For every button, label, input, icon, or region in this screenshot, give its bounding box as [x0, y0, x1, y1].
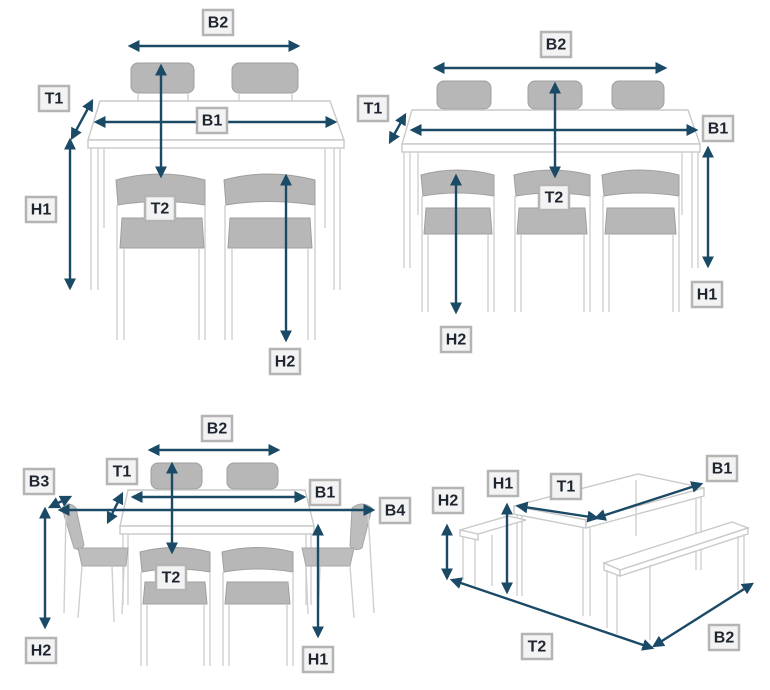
label-h2: H2 — [268, 347, 302, 376]
svg-text:B1: B1 — [315, 485, 336, 502]
panel-table-six-chairs: B2 T1 B1 T2 H1 H2 — [356, 30, 735, 354]
label-b4: B4 — [378, 496, 412, 525]
svg-text:H2: H2 — [446, 332, 467, 349]
label-b2: B2 — [200, 414, 234, 443]
svg-text:B2: B2 — [546, 37, 567, 54]
front-chair — [221, 547, 294, 666]
svg-text:H1: H1 — [308, 652, 329, 669]
back-chair — [231, 62, 299, 102]
label-b2: B2 — [539, 30, 573, 59]
side-chair-left — [61, 503, 129, 623]
panel-table-with-benches: H1 T1 B1 H2 T2 B2 — [431, 454, 755, 661]
dimension-arrow-t1 — [106, 491, 124, 525]
dimension-arrow-t1 — [388, 112, 407, 145]
svg-text:H1: H1 — [697, 287, 718, 304]
svg-text:B1: B1 — [202, 113, 223, 130]
label-b1: B1 — [705, 454, 739, 483]
back-chair — [611, 80, 665, 110]
svg-text:H1: H1 — [493, 476, 514, 493]
svg-text:B4: B4 — [385, 503, 406, 520]
label-b1: B1 — [195, 106, 229, 135]
svg-text:H2: H2 — [275, 354, 296, 371]
front-chair — [223, 173, 316, 340]
front-chair — [420, 169, 495, 312]
svg-text:B2: B2 — [714, 630, 735, 647]
label-t1: T1 — [105, 457, 139, 486]
front-chair — [115, 173, 206, 340]
panel-table-six-chairs-side: B2 B3 T1 B1 B4 T2 H2 H1 — [22, 414, 412, 674]
label-b2: B2 — [201, 8, 235, 37]
label-b2: B2 — [707, 623, 741, 652]
label-h2: H2 — [431, 486, 465, 515]
svg-text:T1: T1 — [364, 101, 383, 118]
svg-text:B2: B2 — [207, 421, 228, 438]
label-b1: B1 — [701, 114, 735, 143]
label-t2: T2 — [537, 183, 571, 212]
svg-text:H1: H1 — [31, 202, 52, 219]
label-t1: T1 — [549, 472, 583, 501]
svg-text:T1: T1 — [557, 479, 576, 496]
dimension-arrow-b3 — [47, 495, 73, 509]
label-t1: T1 — [356, 94, 390, 123]
svg-text:T2: T2 — [151, 201, 170, 218]
label-h1: H1 — [301, 645, 335, 674]
bench-back — [459, 515, 527, 586]
svg-text:B2: B2 — [208, 15, 229, 32]
label-h1: H1 — [24, 195, 58, 224]
label-h1: H1 — [690, 280, 724, 309]
front-chair — [513, 169, 591, 312]
bench-front — [602, 521, 751, 640]
label-h2: H2 — [439, 325, 473, 354]
label-t2: T2 — [520, 632, 554, 661]
back-chair — [150, 462, 203, 490]
label-t1: T1 — [37, 84, 71, 113]
svg-text:B3: B3 — [29, 474, 50, 491]
svg-text:T1: T1 — [113, 464, 132, 481]
label-h2: H2 — [24, 636, 58, 665]
label-t2: T2 — [143, 194, 177, 223]
svg-text:B1: B1 — [712, 461, 733, 478]
svg-text:T1: T1 — [45, 91, 64, 108]
dimension-arrow-b2 — [651, 582, 755, 648]
svg-text:B1: B1 — [708, 121, 729, 138]
svg-text:T2: T2 — [528, 639, 547, 656]
label-h1: H1 — [486, 469, 520, 498]
svg-text:H2: H2 — [31, 643, 52, 660]
dimension-arrow-b1 — [593, 481, 704, 521]
panel-table-four-chairs: B2 T1 B1 H1 T2 H2 — [24, 8, 345, 376]
back-chair — [436, 80, 492, 110]
back-chair — [130, 62, 195, 102]
svg-text:H2: H2 — [438, 493, 459, 510]
dimension-arrow-t1 — [515, 501, 600, 523]
back-chair — [226, 462, 279, 490]
label-t2: T2 — [154, 563, 188, 592]
svg-text:T2: T2 — [162, 570, 181, 587]
dimension-arrow-t1 — [70, 98, 94, 141]
dimension-arrow-t2 — [449, 577, 655, 651]
label-b3: B3 — [22, 467, 56, 496]
front-chair — [601, 169, 680, 312]
svg-text:T2: T2 — [545, 190, 564, 207]
label-b1: B1 — [308, 478, 342, 507]
